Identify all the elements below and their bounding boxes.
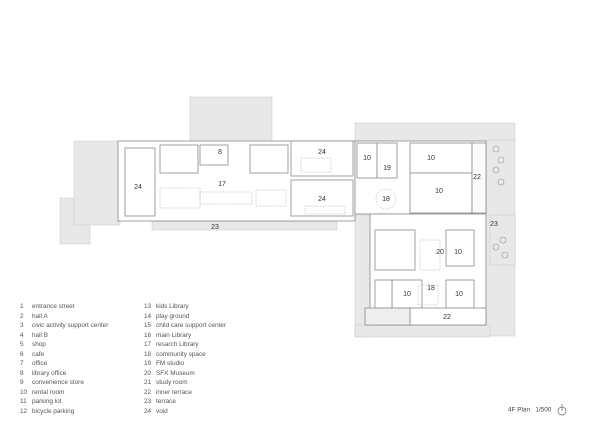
- furniture: [159, 157, 441, 306]
- context-shading: [59, 96, 516, 338]
- room-label: 10: [403, 291, 411, 298]
- plan-title: 4F Plan 1/500: [508, 404, 567, 416]
- room-label: 24: [134, 184, 142, 191]
- room-label: 22: [443, 314, 451, 321]
- north-arrow-icon: [557, 404, 567, 416]
- room-label: 10: [454, 249, 462, 256]
- room-labels: 24 8 17 23 24 24 10 19 18 10 10 22 23 20…: [134, 149, 498, 321]
- plan-scale: 1/500: [535, 406, 552, 414]
- room-label: 22: [473, 174, 481, 181]
- room-label: 10: [455, 291, 463, 298]
- plan-name: 4F Plan: [508, 406, 531, 414]
- room-label: 8: [218, 149, 222, 156]
- room-label: 18: [427, 285, 435, 292]
- room-label: 10: [427, 155, 435, 162]
- room-label: 23: [211, 224, 219, 231]
- room-label: 20: [436, 249, 444, 256]
- tree-icons: [492, 145, 509, 259]
- room-label: 17: [218, 181, 226, 188]
- room-label: 24: [318, 149, 326, 156]
- room-label: 10: [435, 188, 443, 195]
- walls: [117, 140, 487, 326]
- room-label: 23: [490, 221, 498, 228]
- room-label: 18: [382, 196, 390, 203]
- room-label: 10: [363, 155, 371, 162]
- room-label: 24: [318, 196, 326, 203]
- room-label: 19: [383, 165, 391, 172]
